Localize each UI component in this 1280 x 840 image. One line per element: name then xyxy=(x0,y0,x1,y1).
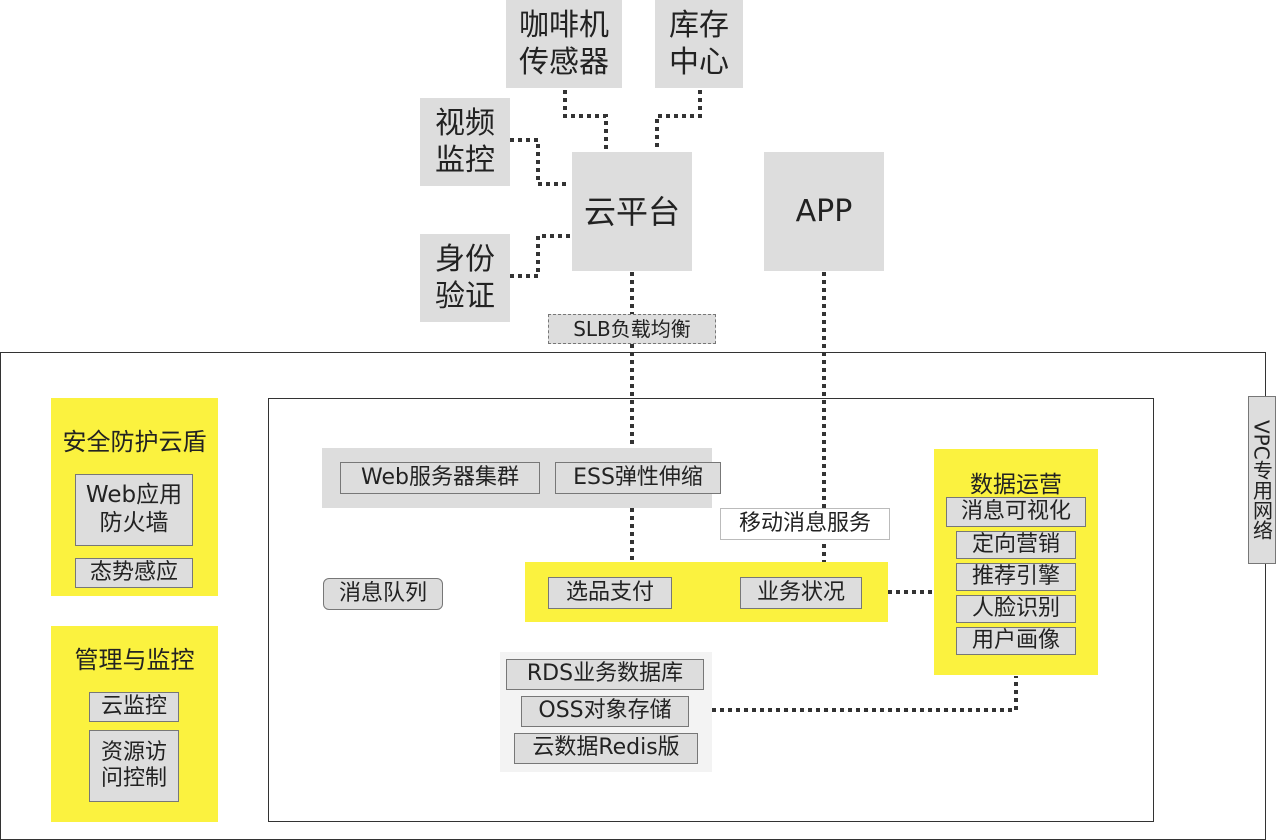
message-visualization: 消息可视化 xyxy=(946,497,1086,527)
recommendation-engine: 推荐引擎 xyxy=(956,563,1076,591)
business-status: 业务状况 xyxy=(740,577,862,609)
connector-coffee-cloud xyxy=(563,90,608,150)
connector-video-cloud xyxy=(510,138,570,186)
cloud-platform-node: 云平台 xyxy=(572,152,692,271)
situation-awareness-item: 态势感应 xyxy=(75,558,193,588)
ess-auto-scaling: ESS弹性伸缩 xyxy=(555,462,721,494)
rds-database: RDS业务数据库 xyxy=(506,659,704,690)
coffee-sensor-node: 咖啡机 传感器 xyxy=(506,0,622,88)
connector-identity-cloud xyxy=(510,234,570,278)
identity-verify-node: 身份 验证 xyxy=(420,234,510,322)
access-control-item: 资源访 问控制 xyxy=(89,730,179,802)
inventory-center-node: 库存 中心 xyxy=(655,0,743,88)
app-node: APP xyxy=(764,152,884,271)
message-queue: 消息队列 xyxy=(323,578,443,610)
user-profile: 用户画像 xyxy=(956,627,1076,655)
security-panel: 安全防护云盾 Web应用 防火墙 态势感应 xyxy=(51,398,218,596)
redis-cloud-db: 云数据Redis版 xyxy=(514,733,698,764)
web-server-cluster: Web服务器集群 xyxy=(340,462,540,494)
slb-load-balancer-label: SLB负载均衡 xyxy=(548,314,716,344)
face-recognition: 人脸识别 xyxy=(956,595,1076,623)
management-title: 管理与监控 xyxy=(74,646,195,674)
product-payment: 选品支付 xyxy=(548,577,672,609)
waf-item: Web应用 防火墙 xyxy=(75,474,193,546)
management-panel: 管理与监控 云监控 资源访 问控制 xyxy=(51,626,218,822)
video-monitor-node: 视频 监控 xyxy=(420,98,510,186)
connector-inventory-cloud xyxy=(655,90,702,150)
data-operations-panel: 数据运营 消息可视化 定向营销 推荐引擎 人脸识别 用户画像 xyxy=(934,449,1098,675)
inner-service-frame xyxy=(268,398,1154,822)
vpc-network-label: VPC专用网络 xyxy=(1248,396,1276,564)
oss-object-storage: OSS对象存储 xyxy=(521,696,689,727)
security-title: 安全防护云盾 xyxy=(62,428,207,456)
targeted-marketing: 定向营销 xyxy=(956,531,1076,559)
mobile-message-service: 移动消息服务 xyxy=(720,508,890,540)
cloud-monitor-item: 云监控 xyxy=(89,692,179,722)
data-operations-title: 数据运营 xyxy=(970,472,1062,498)
